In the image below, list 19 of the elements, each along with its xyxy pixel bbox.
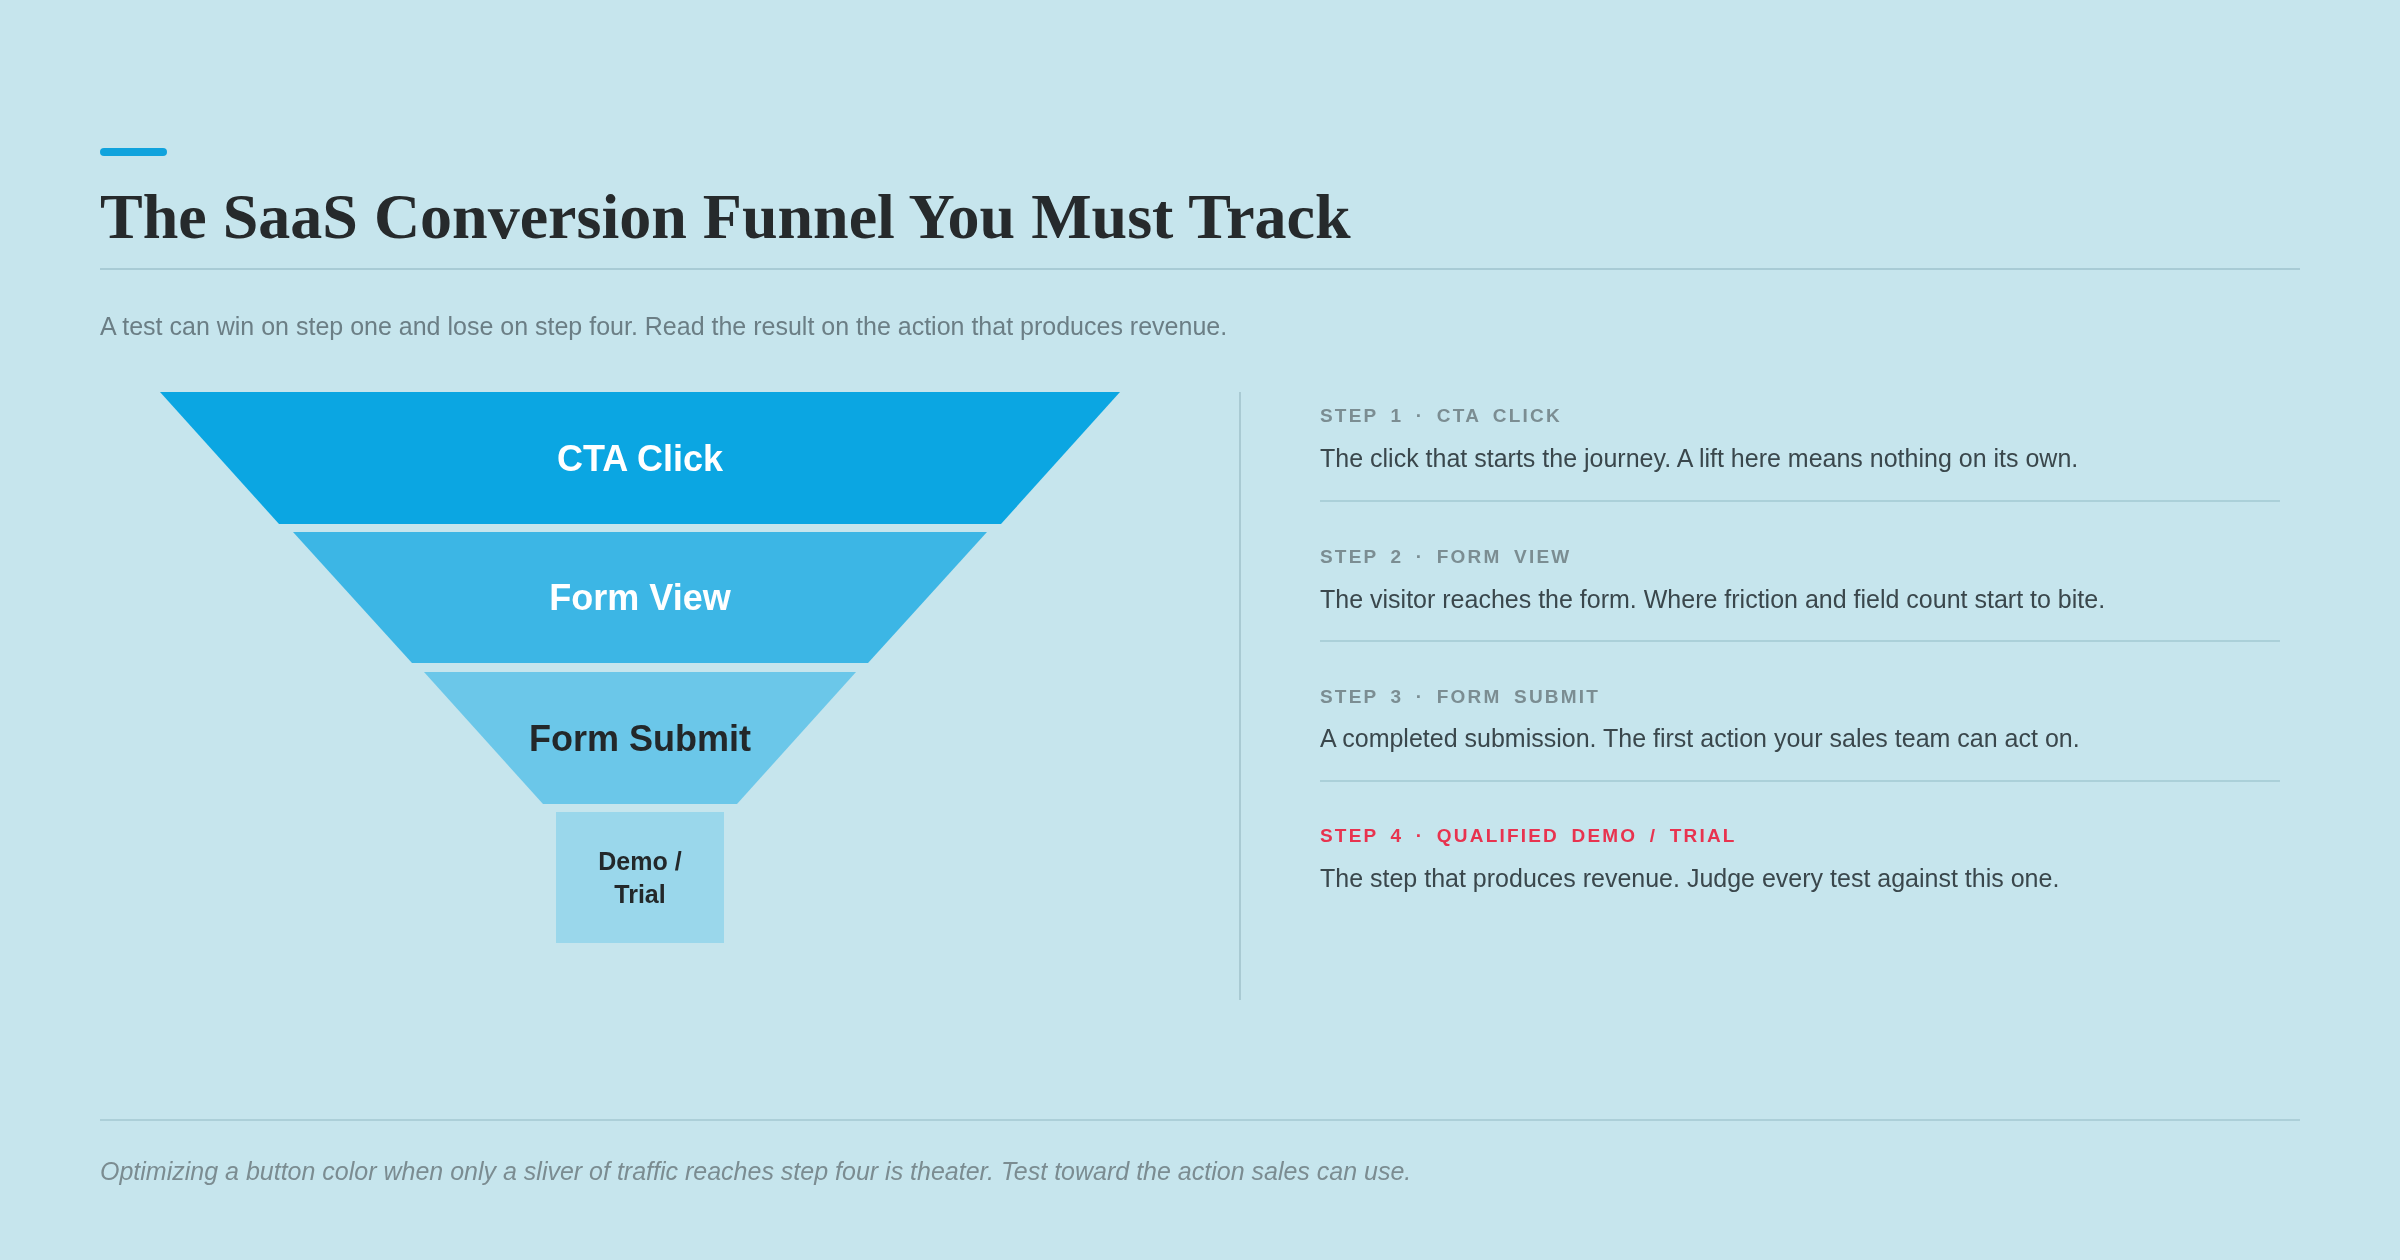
segment-label: Demo / Trial [597,845,683,910]
step-description: The click that starts the journey. A lift here means nothing on its own. [1320,443,2079,474]
funnel-segment [160,392,1120,524]
subtitle: A test can win on step one and lose on step four. Read the result on the action that produces revenue. [100,311,1228,342]
funnel-outlet-box [556,812,724,943]
step-heading: STEP 4 · QUALIFIED DEMO / TRIAL [1320,824,1737,848]
segment-label: Form Submit [529,716,751,761]
step-heading: STEP 2 · FORM VIEW [1320,545,1572,569]
title: The SaaS Conversion Funnel You Must Track [100,181,1351,253]
step-heading: STEP 3 · FORM SUBMIT [1320,685,1601,709]
segment-label: CTA Click [557,436,723,481]
footnote: Optimizing a button color when only a sliver of traffic reaches step four is theater. Test toward the action sales can use. [100,1156,1412,1187]
segment-label: Form View [549,576,731,620]
step-description: The step that produces revenue. Judge every test against this one. [1320,863,2060,894]
funnel-segment [293,532,987,663]
funnel-segment [424,672,856,804]
step-description: A completed submission. The first action your sales team can act on. [1320,723,2080,754]
step-heading: STEP 1 · CTA CLICK [1320,404,1562,428]
step-description: The visitor reaches the form. Where friction and field count start to bite. [1320,584,2106,615]
